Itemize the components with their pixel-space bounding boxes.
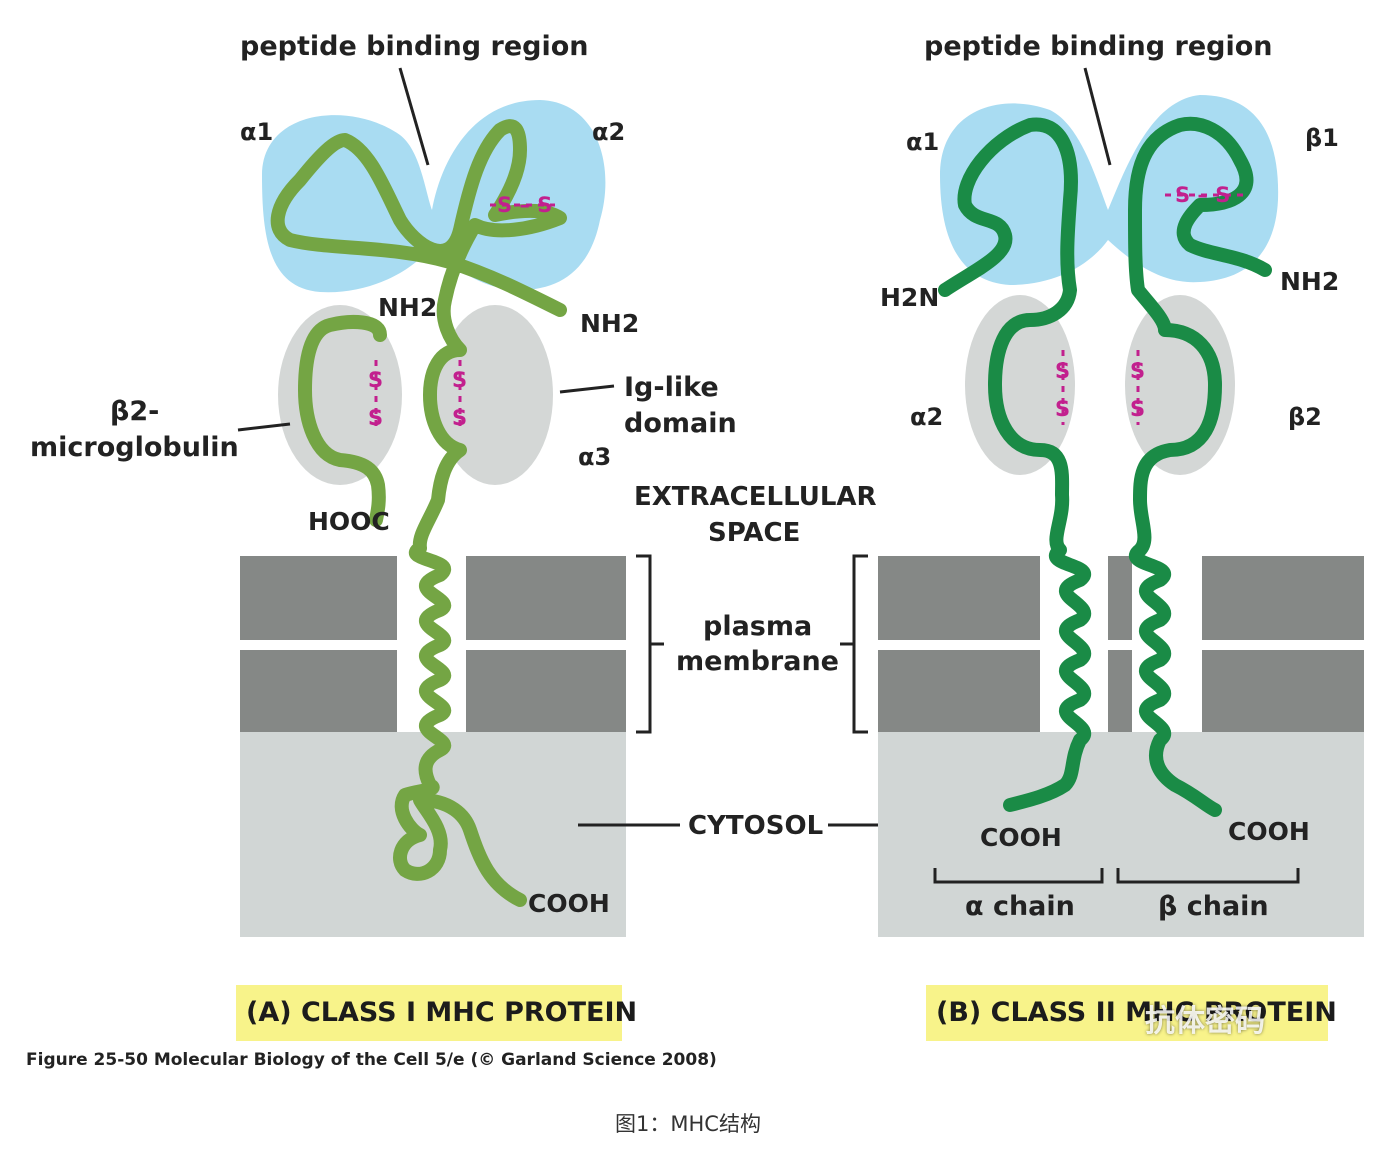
class2-alpha-chain (938, 117, 1092, 812)
class1-membrane-inner-left (240, 650, 397, 732)
class1-peptide-leader (398, 67, 430, 166)
membrane-bracket-left (636, 554, 664, 734)
class1-alpha2-label: α2 (592, 118, 625, 146)
class1-nh2-alpha-label: NH2 (580, 309, 639, 338)
class2-beta-chain (1128, 116, 1272, 817)
class1-alpha3-s-bottom: S (452, 406, 467, 430)
class2-beta-chain-label: β chain (1158, 891, 1269, 922)
class2-peptide-label: peptide binding region (924, 31, 1272, 62)
cytosol-label: CYTOSOL (688, 811, 823, 841)
class2-beta2-s-bottom: S (1130, 397, 1145, 421)
class1-nh2-beta2m-label: NH2 (378, 293, 437, 322)
class1-beta2-label-line2: microglobulin (30, 432, 239, 463)
class1-ig-label-line2: domain (624, 408, 737, 439)
class2-membrane-inner-left (878, 650, 1040, 732)
class1-membrane-outer-left (240, 556, 397, 640)
class1-alpha1-label: α1 (240, 118, 273, 146)
class2-cooh-beta-label: COOH (1228, 817, 1310, 846)
class1-alpha3-label: α3 (578, 443, 611, 471)
class2-membrane-outer-right (1202, 556, 1364, 640)
class1-hooc-label: HOOC (308, 507, 390, 536)
class2-panel: S – S S S S S peptide binding region α1 … (878, 31, 1364, 937)
class1-alpha-chain (270, 119, 567, 907)
extracellular-label-line1: EXTRACELLULAR (634, 482, 877, 512)
class1-beta2m-leader (237, 422, 291, 432)
figure-caption: 图1：MHC结构 (615, 1112, 761, 1136)
class1-cooh-label: COOH (528, 889, 610, 918)
class1-membrane-inner-right (466, 650, 626, 732)
membrane-bracket-right (840, 554, 868, 734)
middle-labels: EXTRACELLULAR SPACE plasma membrane CYTO… (578, 482, 932, 841)
class2-membrane-outer-left (878, 556, 1040, 640)
class2-h2n-label: H2N (880, 283, 939, 312)
class2-peptide-leader (1083, 67, 1112, 166)
membrane-label-line1: plasma (703, 611, 812, 642)
class2-beta1-ss-label: S – S (1175, 183, 1230, 207)
class2-beta1-label: β1 (1305, 124, 1339, 152)
class1-beta2m-s-bottom: S (368, 406, 383, 430)
class2-membrane-outer-mid (1108, 556, 1132, 640)
extracellular-label-line2: SPACE (708, 518, 800, 548)
figure-credit: Figure 25-50 Molecular Biology of the Ce… (26, 1050, 717, 1070)
class2-membrane-inner-mid (1108, 650, 1132, 732)
class2-membrane-inner-right (1202, 650, 1364, 732)
class2-alpha-chain-bracket (933, 868, 1104, 884)
class1-beta2-label-line1: β2- (110, 396, 159, 427)
class2-alpha2-s-top: S (1055, 359, 1070, 383)
class2-peptide-binding-region (940, 95, 1279, 285)
class1-ig-leader (559, 384, 615, 394)
class1-ig-label-line1: Ig-like (624, 372, 719, 403)
class2-beta2-label: β2 (1288, 403, 1322, 431)
class2-nh2-label: NH2 (1280, 267, 1339, 296)
class2-cooh-alpha-label: COOH (980, 823, 1062, 852)
class2-caption-box: (B) CLASS II MHC PROTEIN (926, 985, 1337, 1041)
watermark-text: 抗体密码 (1145, 1004, 1265, 1039)
class1-beta2m-chain (298, 315, 387, 527)
class1-caption-box: (A) CLASS I MHC PROTEIN (236, 985, 637, 1041)
class2-alpha1-label: α1 (906, 128, 939, 156)
class2-beta-chain-bracket (1116, 868, 1300, 884)
class2-alpha2-s-bottom: S (1055, 397, 1070, 421)
class1-alpha3-s-top: S (452, 368, 467, 392)
class1-panel: S – S S S S S peptide binding region α1 … (30, 31, 737, 937)
class1-beta2m-s-top: S (368, 368, 383, 392)
class2-alpha2-label: α2 (910, 403, 943, 431)
class1-peptide-label: peptide binding region (240, 31, 588, 62)
class2-cytosol-region (878, 732, 1364, 937)
class2-alpha-chain-label: α chain (965, 891, 1075, 922)
class1-alpha2-ss-label: S – S (497, 193, 552, 217)
class2-alpha2-domain (965, 295, 1075, 475)
membrane-label-line2: membrane (676, 646, 839, 677)
class1-membrane-outer-right (466, 556, 626, 640)
class2-beta2-s-top: S (1130, 359, 1145, 383)
